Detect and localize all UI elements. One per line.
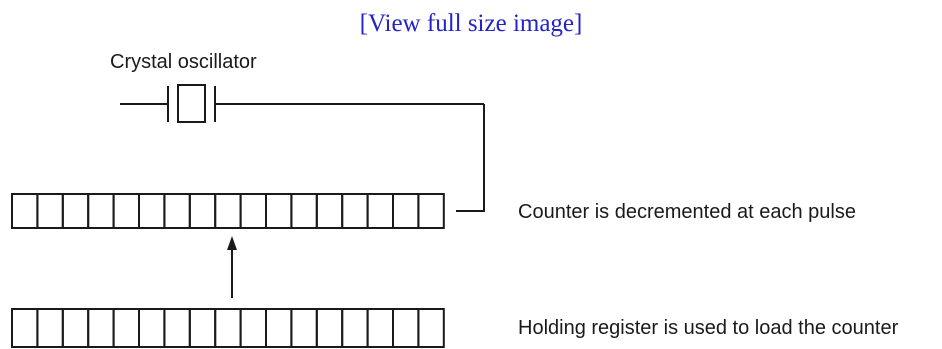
crystal-oscillator-icon xyxy=(120,84,484,123)
counter-cell xyxy=(11,193,39,229)
holding-cell xyxy=(112,308,140,348)
counter-cell xyxy=(36,193,64,229)
counter-cell xyxy=(188,193,217,229)
holding-cell xyxy=(36,308,64,348)
counter-register xyxy=(11,193,445,229)
holding-cell xyxy=(366,308,395,348)
counter-cell xyxy=(341,193,369,229)
counter-cell xyxy=(392,193,420,229)
counter-cell xyxy=(61,193,90,229)
holding-cell xyxy=(61,308,90,348)
holding-register xyxy=(11,308,445,348)
holding-cell xyxy=(341,308,369,348)
holding-register-label: Holding register is used to load the cou… xyxy=(518,317,899,339)
counter-cell xyxy=(290,193,318,229)
holding-cell xyxy=(265,308,293,348)
counter-cell xyxy=(87,193,115,229)
holding-cell xyxy=(11,308,39,348)
holding-cell xyxy=(163,308,191,348)
counter-cell xyxy=(366,193,395,229)
counter-cell xyxy=(138,193,166,229)
holding-cell xyxy=(239,308,268,348)
counter-cell xyxy=(239,193,268,229)
holding-cell xyxy=(214,308,242,348)
view-full-size-link[interactable]: [View full size image] xyxy=(359,10,583,37)
holding-cell xyxy=(188,308,217,348)
counter-cell xyxy=(214,193,242,229)
counter-cell xyxy=(417,193,445,229)
load-arrow-head xyxy=(227,236,237,250)
counter-cell xyxy=(112,193,140,229)
pulse-wire xyxy=(456,104,485,212)
holding-cell xyxy=(138,308,166,348)
counter-cell xyxy=(315,193,344,229)
counter-label: Counter is decremented at each pulse xyxy=(518,201,856,223)
counter-cell xyxy=(163,193,191,229)
crystal-oscillator-label: Crystal oscillator xyxy=(110,51,257,73)
holding-cell xyxy=(392,308,420,348)
holding-cell xyxy=(290,308,318,348)
holding-cell xyxy=(87,308,115,348)
counter-cell xyxy=(265,193,293,229)
holding-cell xyxy=(417,308,445,348)
holding-cell xyxy=(315,308,344,348)
